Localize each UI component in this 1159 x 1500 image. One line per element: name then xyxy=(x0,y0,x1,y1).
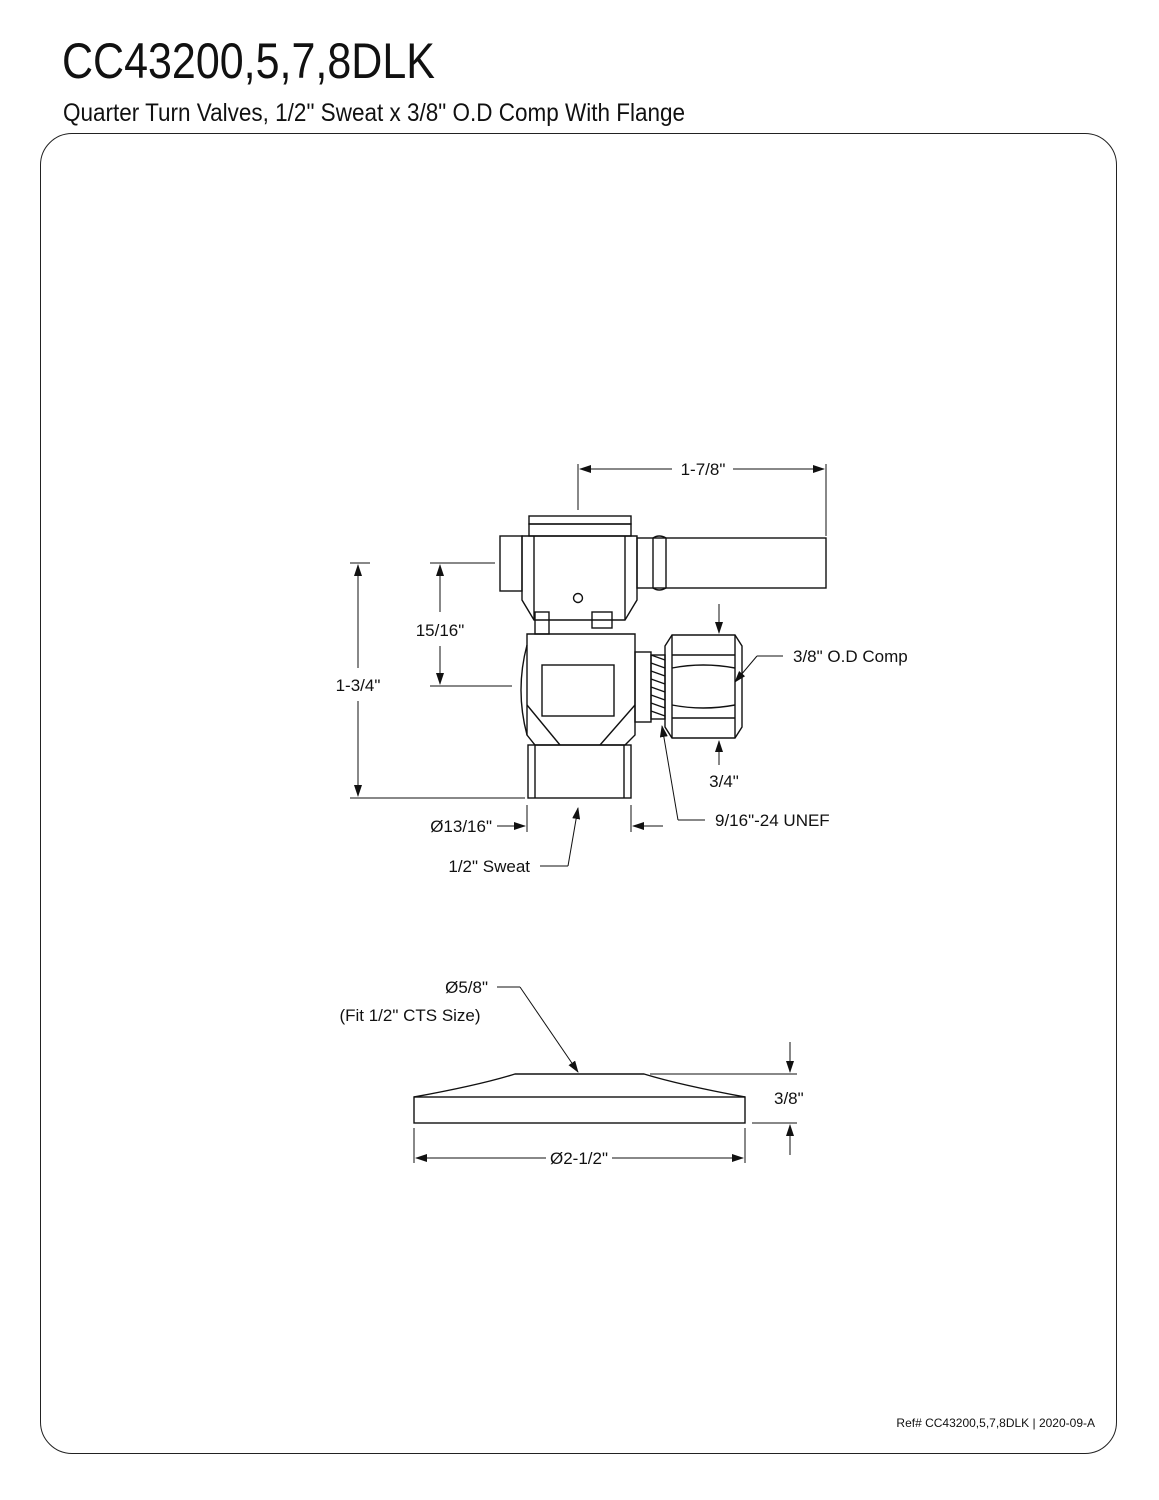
flange-dimensions xyxy=(413,986,797,1163)
handle-left-stub xyxy=(499,535,523,592)
valve-stem xyxy=(534,611,550,635)
dim-flange-height: 3/8" xyxy=(774,1089,804,1108)
dim-handle-length: 1-7/8" xyxy=(681,460,726,479)
dim-overall-height: 1-3/4" xyxy=(336,676,381,695)
flange-dome xyxy=(413,1073,746,1098)
valve-handle-body xyxy=(521,535,638,621)
dim-handle-height: 15/16" xyxy=(416,621,465,640)
dim-flange-hole: Ø5/8" xyxy=(445,978,488,997)
valve-cap xyxy=(528,523,632,537)
reference-number: Ref# CC43200,5,7,8DLK | 2020-09-A xyxy=(896,1416,1095,1430)
dim-flange-fit: (Fit 1/2" CTS Size) xyxy=(339,1006,480,1025)
dim-inlet-diameter: Ø13/16" xyxy=(430,817,492,836)
dimension-labels: 1-7/8" 15/16" 1-3/4" 3/8" O.D Comp 3/4" … xyxy=(336,460,908,1168)
page-title: CC43200,5,7,8DLK xyxy=(62,33,435,89)
valve-body-panel xyxy=(541,664,615,717)
page-subtitle: Quarter Turn Valves, 1/2" Sweat x 3/8" O… xyxy=(63,99,686,127)
dim-flange-diameter: Ø2-1/2" xyxy=(550,1149,608,1168)
handle-stop xyxy=(591,611,613,629)
valve-lever-handle xyxy=(636,537,827,589)
valve-main-body xyxy=(526,633,636,746)
dim-inlet-type: 1/2" Sweat xyxy=(448,857,530,876)
compression-nut xyxy=(664,634,743,739)
valve-cap-top xyxy=(528,515,632,525)
dim-comp-outlet: 3/8" O.D Comp xyxy=(793,647,908,666)
drawing-frame xyxy=(40,133,1117,1454)
sweat-inlet xyxy=(527,744,632,799)
threaded-outlet xyxy=(634,651,652,723)
valve-drawing xyxy=(499,515,827,799)
flange-base xyxy=(413,1096,746,1124)
flange-drawing xyxy=(413,1073,746,1124)
dim-thread: 9/16"-24 UNEF xyxy=(715,811,830,830)
dim-outlet-length: 3/4" xyxy=(709,772,739,791)
valve-dimensions xyxy=(350,464,827,867)
handle-screw-hole xyxy=(572,592,584,604)
